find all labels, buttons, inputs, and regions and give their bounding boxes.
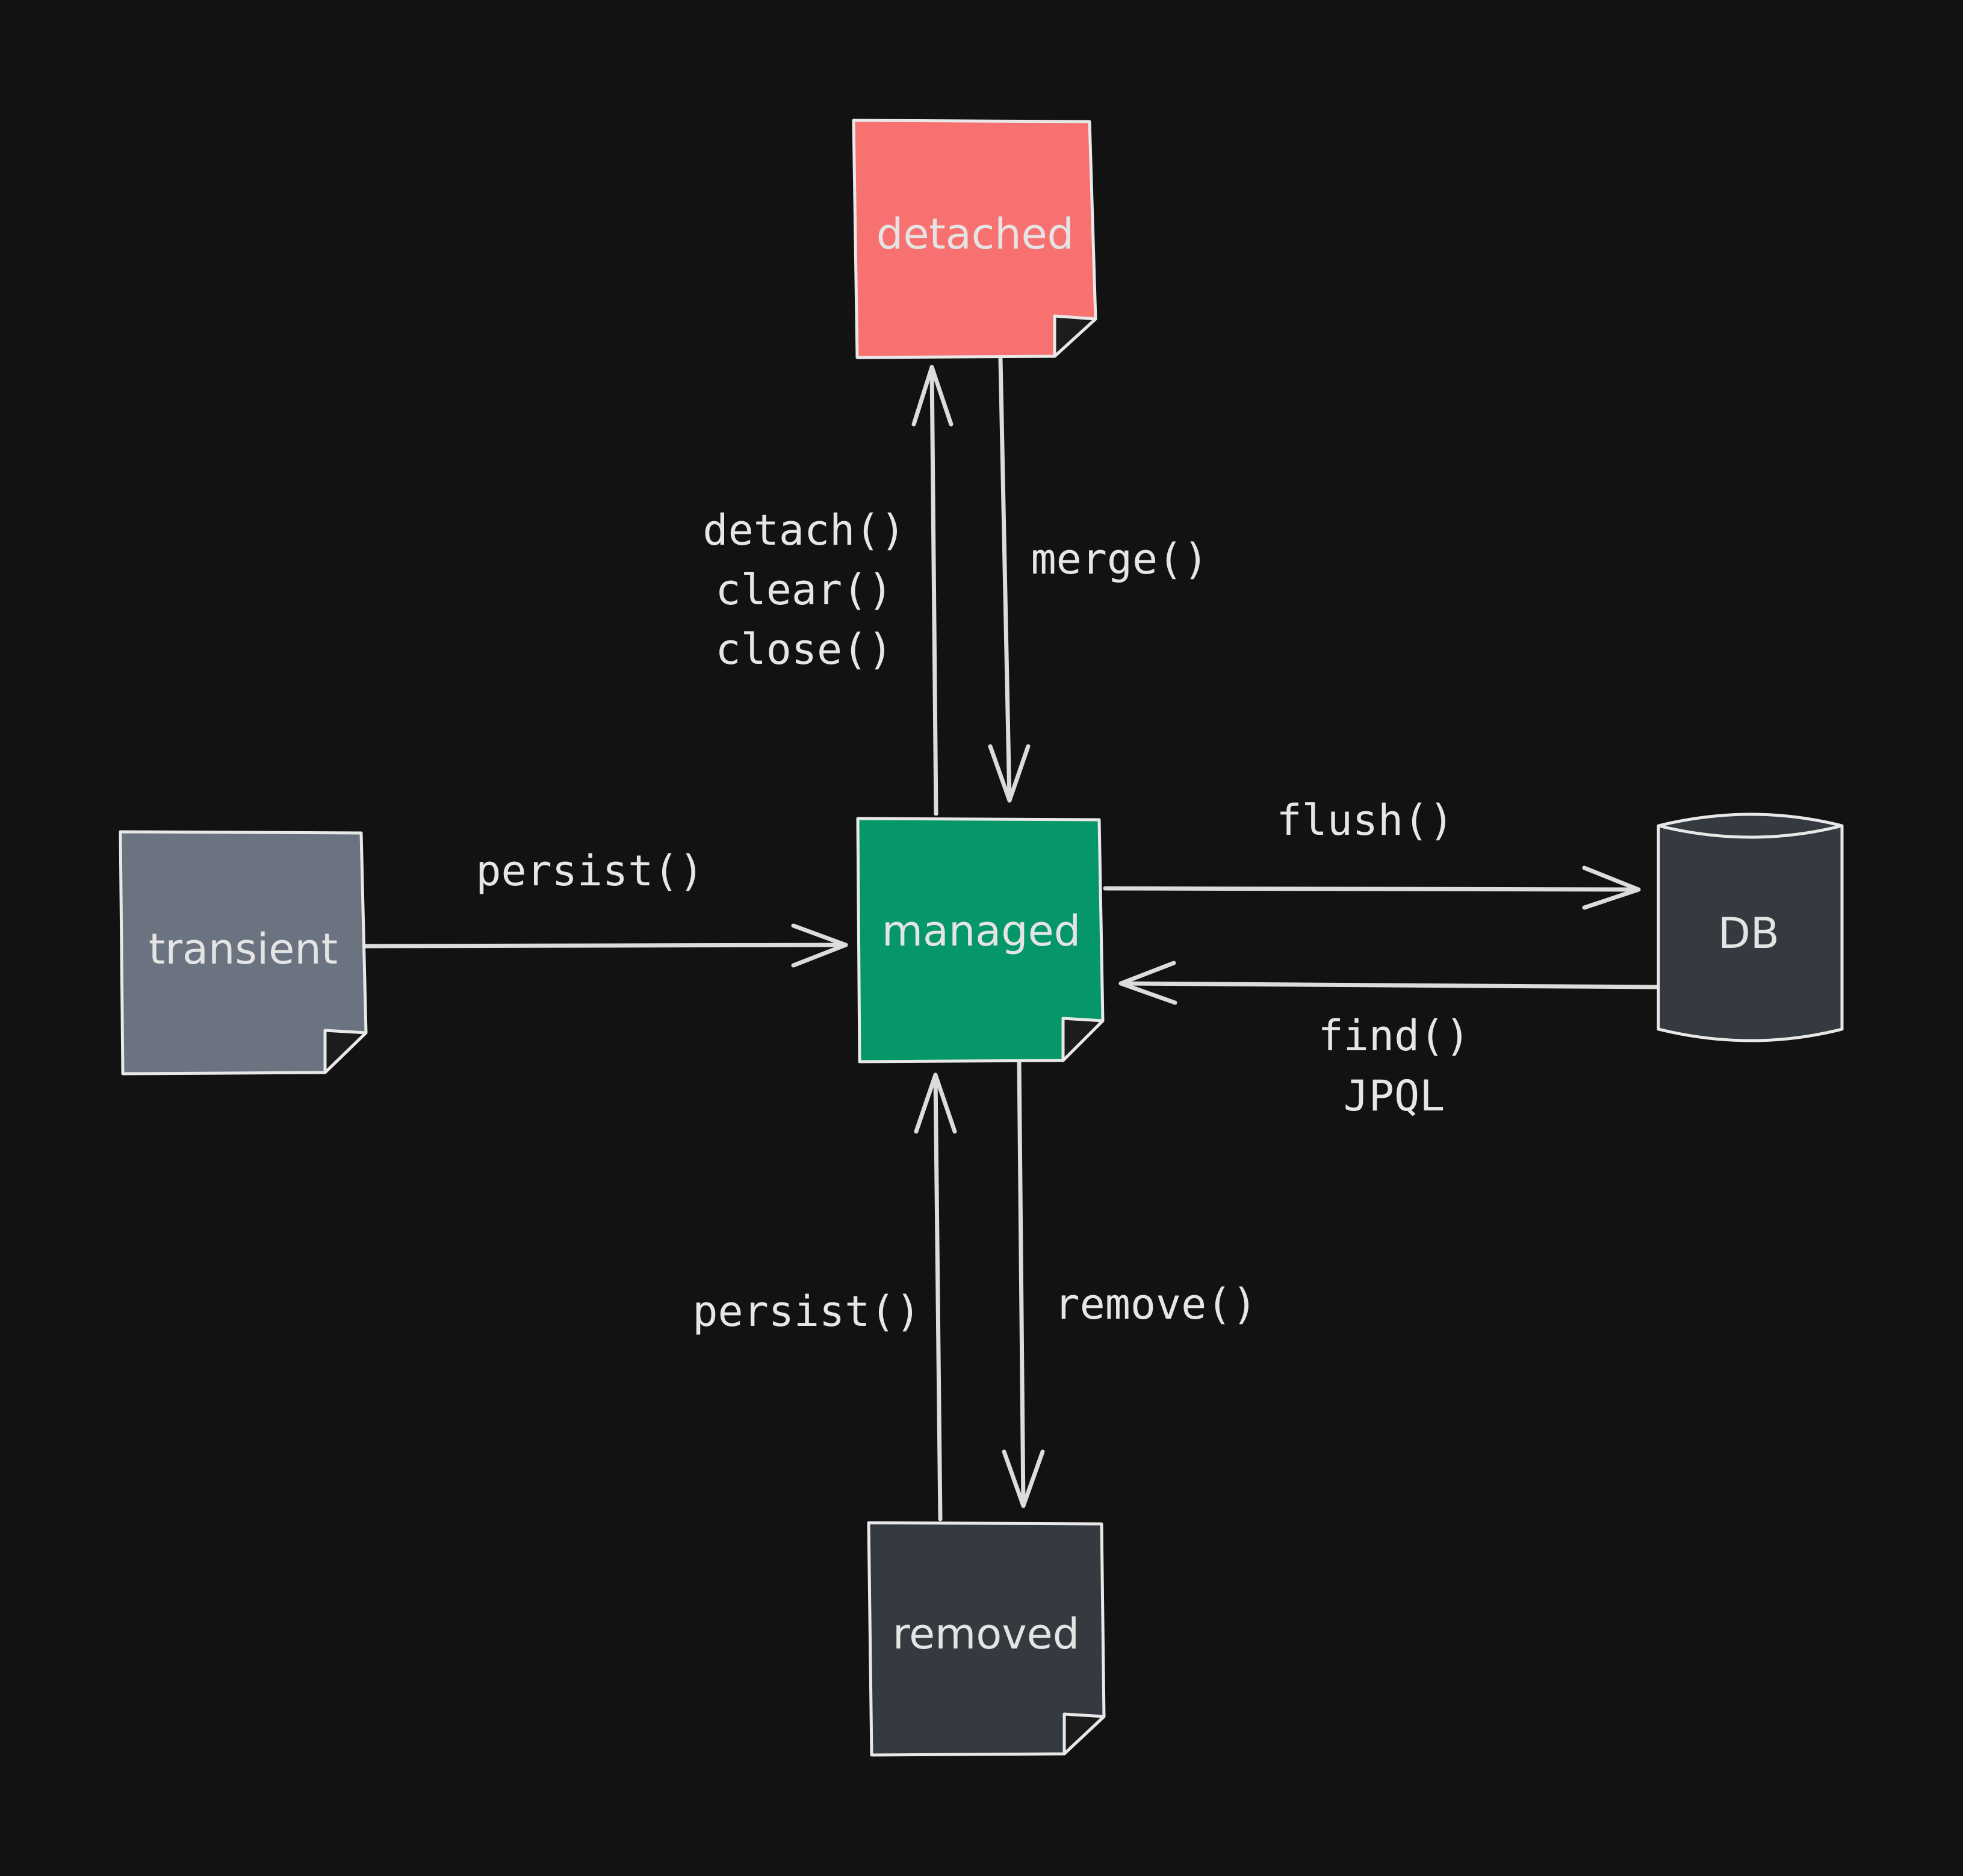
edge-detached-to-managed: merge() — [988, 356, 1209, 803]
arrowhead-icon — [914, 1073, 957, 1134]
edge-label-line: clear() — [715, 565, 893, 614]
edge-label-line: persist() — [476, 846, 704, 896]
node-managed[interactable]: managed — [856, 817, 1105, 1063]
node-label: managed — [882, 906, 1081, 956]
edge-label-line: flush() — [1276, 796, 1454, 845]
edge-label-line: close() — [715, 625, 893, 674]
arrow-line — [1017, 1058, 1026, 1508]
folded-corner-icon — [1061, 1017, 1105, 1062]
edge-label-line: find() — [1318, 1011, 1471, 1060]
node-label: transient — [149, 924, 338, 974]
arrowhead-icon — [1582, 865, 1641, 910]
edge-label-line: detach() — [702, 506, 905, 555]
edge-managed-to-detached: detach() clear() close() — [702, 365, 954, 816]
node-transient[interactable]: transient — [119, 830, 368, 1076]
edge-label-line: persist() — [692, 1287, 920, 1336]
edge-managed-to-db: flush() — [1103, 796, 1641, 910]
cylinder-rim — [1658, 824, 1843, 839]
edge-label-line: merge() — [1031, 534, 1208, 584]
arrow-line — [362, 943, 848, 949]
arrow-line — [933, 1073, 943, 1522]
arrowhead-icon — [988, 744, 1031, 803]
node-label: detached — [876, 209, 1074, 259]
folded-corner-icon — [323, 1029, 368, 1074]
edge-transient-to-managed: persist() — [362, 846, 848, 968]
folded-corner-icon — [1053, 314, 1097, 358]
arrowhead-icon — [911, 365, 954, 427]
edge-db-to-managed: find() JPQL — [1118, 961, 1659, 1121]
arrowhead-icon — [1002, 1449, 1045, 1508]
node-label: DB — [1718, 909, 1779, 958]
node-label: removed — [893, 1609, 1079, 1659]
node-removed[interactable]: removed — [867, 1521, 1106, 1757]
node-detached[interactable]: detached — [852, 119, 1097, 359]
edge-removed-to-managed: persist() — [692, 1073, 957, 1522]
edge-managed-to-removed: remove() — [1002, 1058, 1257, 1508]
folded-corner-icon — [1062, 1712, 1106, 1756]
node-db[interactable]: DB — [1657, 813, 1844, 1042]
arrowhead-icon — [791, 923, 848, 968]
arrow-line — [998, 356, 1012, 803]
arrow-line — [1118, 981, 1659, 989]
arrow-line — [929, 365, 938, 816]
database-icon — [1657, 813, 1844, 1042]
edge-label-line: remove() — [1054, 1280, 1257, 1329]
edge-label-line: JPQL — [1344, 1071, 1445, 1121]
arrowhead-icon — [1118, 961, 1177, 1005]
arrow-line — [1103, 886, 1641, 892]
